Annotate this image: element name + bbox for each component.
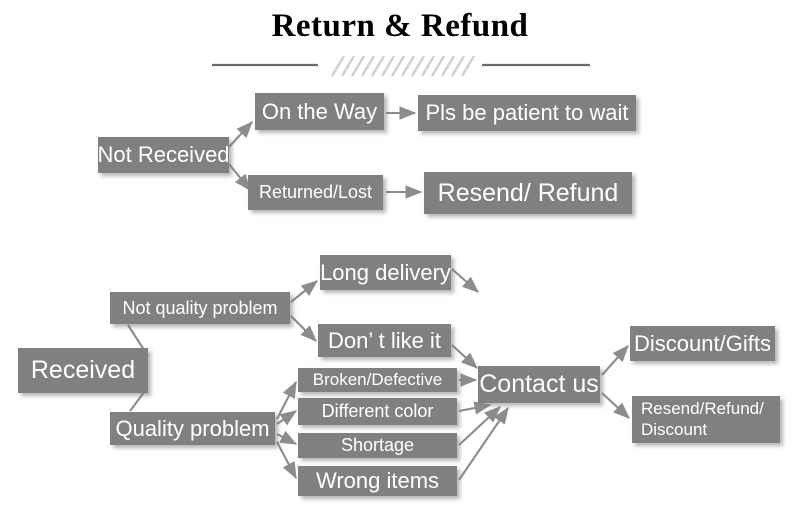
node-received[interactable]: Received	[18, 348, 148, 393]
connector-contactus-discountgifts	[601, 345, 629, 376]
node-resend-refund[interactable]: Resend/ Refund	[424, 172, 632, 214]
node-shortage[interactable]: Shortage	[298, 433, 457, 458]
connector-quality-differentcolor	[276, 410, 298, 426]
connector-quality-shortage	[276, 430, 298, 445]
node-broken-defective[interactable]: Broken/Defective	[298, 368, 457, 392]
connector-notreceived-returnedlost	[228, 163, 251, 191]
connector-quality-wrongitems	[276, 441, 297, 480]
connector-notquality-longdelivery	[290, 280, 318, 303]
page-title: Return & Refund	[271, 8, 529, 44]
node-returned-lost[interactable]: Returned/Lost	[248, 175, 383, 210]
connector-notreceived-ontheway	[228, 121, 253, 148]
node-quality-problem[interactable]: Quality problem	[110, 412, 275, 445]
node-wrong-items[interactable]: Wrong items	[298, 466, 457, 496]
node-resend-refund-discount[interactable]: Resend/Refund/ Discount	[632, 396, 780, 443]
title-divider	[212, 55, 590, 77]
node-not-quality-problem[interactable]: Not quality problem	[110, 292, 290, 324]
node-different-color[interactable]: Different color	[298, 398, 457, 425]
connector-differentcolor-contactus	[458, 401, 492, 415]
connector-longdelivery-contactus	[451, 268, 479, 293]
node-long-delivery[interactable]: Long delivery	[320, 255, 451, 290]
node-discount-gifts[interactable]: Discount/Gifts	[630, 326, 775, 361]
connector-quality-broken	[276, 380, 297, 420]
connector-contactus-resendrefunddiscount	[601, 392, 630, 419]
node-dont-like-it[interactable]: Don’ t like it	[318, 324, 451, 357]
diagonal-hatch-icon	[330, 55, 476, 77]
node-pls-be-patient-to-wait[interactable]: Pls be patient to wait	[418, 95, 636, 131]
connector-notquality-dontlike	[290, 315, 317, 342]
connector-shortage-contactus	[458, 406, 501, 446]
connector-wrongitems-contactus	[458, 406, 509, 481]
node-not-received[interactable]: Not Received	[97, 137, 230, 173]
node-contact-us[interactable]: Contact us	[478, 366, 600, 403]
connector-dontlike-contactus	[451, 344, 478, 369]
node-on-the-way[interactable]: On the Way	[255, 93, 384, 130]
